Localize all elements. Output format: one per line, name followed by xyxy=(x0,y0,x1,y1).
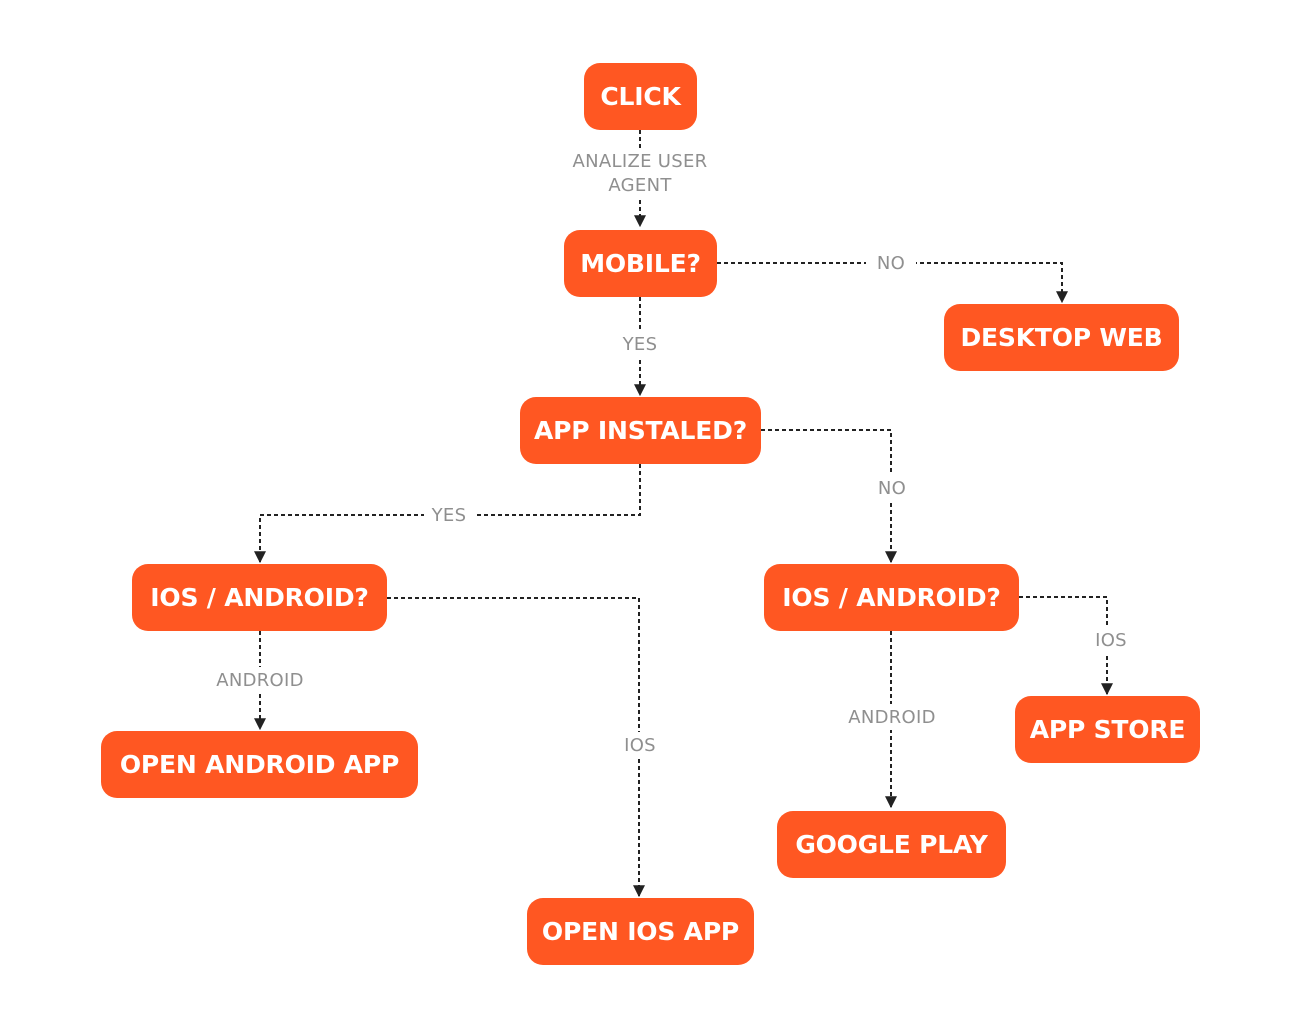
edge-os-left-to-ios-app xyxy=(387,597,645,898)
edge-mobile-to-desktop xyxy=(717,262,1068,304)
edge-label-analyze-line2: AGENT xyxy=(608,175,672,196)
node-open-ios-app: OPEN IOS APP xyxy=(527,898,754,965)
node-app-installed: APP INSTALED? xyxy=(520,397,761,464)
edge-label-analyze-line1: ANALIZE USER xyxy=(573,151,708,172)
edge-os-right-to-app-store xyxy=(1019,596,1113,696)
edge-label-left-ios: IOS xyxy=(624,735,656,756)
node-click: CLICK xyxy=(584,63,697,130)
node-os-right: IOS / ANDROID? xyxy=(764,564,1019,631)
edge-label-left-android: ANDROID xyxy=(216,670,304,691)
edge-label-right-android: ANDROID xyxy=(848,707,936,728)
edge-label-installed-yes: YES xyxy=(431,505,467,526)
node-desktop-web: DESKTOP WEB xyxy=(944,304,1179,371)
edge-label-right-ios: IOS xyxy=(1095,630,1127,651)
edge-label-installed-no: NO xyxy=(878,478,906,499)
node-os-left: IOS / ANDROID? xyxy=(132,564,387,631)
node-open-android-app: OPEN ANDROID APP xyxy=(101,731,418,798)
edge-label-mobile-yes: YES xyxy=(622,334,658,355)
node-app-store: APP STORE xyxy=(1015,696,1200,763)
edge-label-mobile-no: NO xyxy=(877,253,905,274)
node-mobile: MOBILE? xyxy=(564,230,717,297)
node-google-play: GOOGLE PLAY xyxy=(777,811,1006,878)
edge-installed-to-os-right xyxy=(761,429,897,564)
